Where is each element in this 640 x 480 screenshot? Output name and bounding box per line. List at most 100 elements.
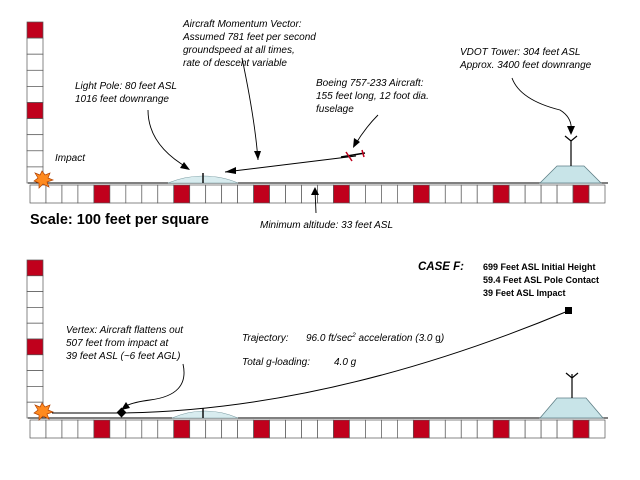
scale-square — [125, 184, 143, 204]
scale-square — [125, 419, 143, 439]
scale-square — [317, 184, 334, 204]
light-pole-label: Light Pole: 80 feet ASL 1016 feet downra… — [75, 81, 180, 105]
scale-square — [556, 184, 574, 204]
scale-square — [397, 184, 414, 204]
scale-square — [317, 419, 334, 439]
scale-square — [540, 184, 558, 204]
scale-square — [460, 184, 478, 204]
trajectory-label: Trajectory: 96.0 ft/sec2 acceleration (3… — [242, 332, 444, 344]
panel-2-vertical-scale — [26, 259, 44, 419]
scale-square — [26, 134, 44, 152]
impact-explosion — [33, 170, 55, 189]
scale-square — [412, 184, 430, 204]
case-details: 699 Feet ASL Initial Height 59.4 Feet AS… — [483, 262, 602, 298]
callout-vdot-arrow — [567, 126, 575, 135]
aircraft-icon — [340, 149, 366, 162]
scale-square — [26, 386, 44, 403]
trajectory-start-marker — [565, 307, 572, 314]
scale-square — [253, 419, 270, 439]
scale-square — [237, 184, 254, 204]
scale-square — [77, 419, 95, 439]
vertex-label: Vertex: Aircraft flattens out 507 feet f… — [66, 325, 186, 362]
scale-square — [77, 184, 95, 204]
scale-square — [588, 184, 606, 204]
scale-square — [45, 184, 63, 204]
panel-2-horizontal-scale — [29, 419, 606, 439]
scale-square — [26, 291, 44, 308]
scale-square — [26, 307, 44, 324]
panel-1-horizontal-scale — [29, 184, 606, 204]
callout-min-alt-arrow — [311, 187, 319, 195]
scale-square — [333, 184, 350, 204]
impact-explosion-2 — [33, 402, 55, 421]
scale-square — [29, 419, 47, 439]
scale-square — [412, 419, 430, 439]
scale-square — [205, 184, 223, 204]
panel-1-vertical-scale — [26, 21, 44, 184]
scale-square — [588, 419, 606, 439]
scale-square — [173, 184, 191, 204]
vdot-tower-base — [539, 165, 602, 184]
trajectory-curve — [52, 310, 569, 414]
scale-square — [26, 69, 44, 87]
callout-vertex-arrow — [121, 402, 130, 410]
scale-square — [189, 419, 207, 439]
scale-square — [26, 370, 44, 387]
light-pole-mound-2 — [171, 410, 239, 419]
g-loading-label: Total g-loading: 4.0 g — [242, 357, 357, 368]
scale-square — [26, 86, 44, 103]
scale-square — [492, 419, 510, 439]
scale-square — [237, 419, 254, 439]
scale-square — [349, 184, 366, 204]
scale-square — [365, 419, 382, 439]
scale-square — [269, 184, 286, 204]
scale-square — [253, 184, 270, 204]
callout-light-pole — [147, 109, 189, 169]
scale-square — [556, 419, 574, 439]
scale-square — [381, 419, 398, 439]
scale-square — [26, 102, 44, 119]
scale-square — [26, 53, 44, 71]
scale-square — [301, 419, 318, 439]
scale-square — [26, 275, 44, 292]
momentum-vector-line — [224, 155, 357, 173]
scale-square — [26, 21, 44, 39]
callout-vdot — [511, 77, 572, 133]
scale-square — [109, 184, 127, 204]
vdot-tower-base-2 — [539, 397, 604, 419]
scale-square — [572, 184, 590, 204]
callout-light-pole-arrow — [180, 162, 190, 170]
scale-square — [189, 184, 207, 204]
scale-square — [61, 184, 79, 204]
scale-square — [428, 184, 446, 204]
scale-square — [365, 184, 382, 204]
scale-square — [508, 419, 526, 439]
impact-label: Impact — [55, 153, 86, 164]
panel-2: CASE F: 699 Feet ASL Initial Height 59.4… — [26, 259, 608, 439]
scale-square — [285, 419, 302, 439]
scale-square — [524, 184, 542, 204]
scale-square — [221, 184, 238, 204]
scale-square — [173, 419, 191, 439]
scale-square — [26, 37, 44, 55]
scale-square — [428, 419, 446, 439]
scale-square — [397, 419, 414, 439]
scale-square — [45, 419, 63, 439]
vdot-label: VDOT Tower: 304 feet ASL Approx. 3400 fe… — [459, 47, 592, 71]
scale-square — [269, 419, 286, 439]
scale-square — [141, 419, 159, 439]
scale-square — [540, 419, 558, 439]
scale-square — [285, 184, 302, 204]
callout-boeing-arrow — [353, 138, 360, 148]
scale-square — [476, 419, 494, 439]
scale-label: Scale: 100 feet per square — [30, 212, 209, 228]
momentum-vector-arrowhead — [225, 167, 236, 174]
scale-square — [444, 184, 462, 204]
callout-momentum — [241, 57, 259, 161]
min-altitude-label: Minimum altitude: 33 feet ASL — [260, 220, 393, 231]
scale-square — [333, 419, 350, 439]
scale-square — [524, 419, 542, 439]
scale-square — [26, 354, 44, 371]
scale-square — [93, 184, 111, 204]
